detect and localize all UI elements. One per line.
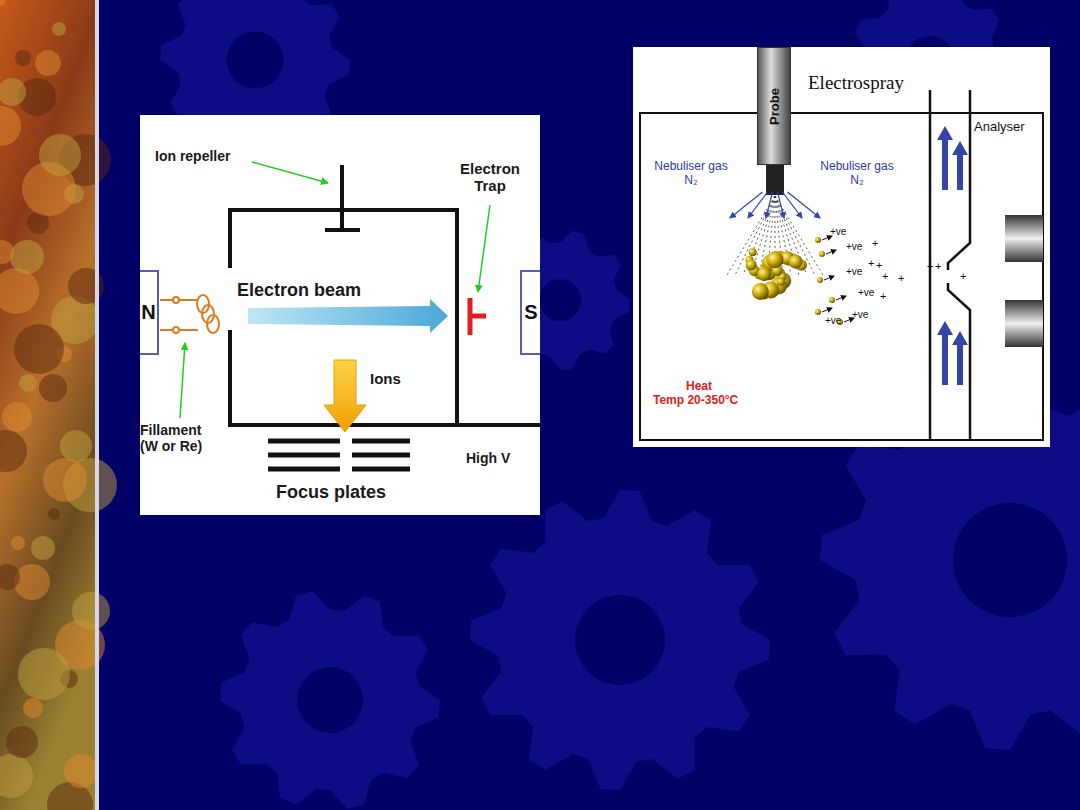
node-text: N xyxy=(141,301,155,324)
magnet-pole: S xyxy=(520,270,540,355)
droplet xyxy=(746,259,757,270)
gear-hole xyxy=(539,279,581,321)
condition-label: Temp 20-350°C xyxy=(653,394,738,408)
charge-label: + xyxy=(927,260,933,273)
texture-blob xyxy=(0,754,33,798)
charge-label: +ve xyxy=(846,241,862,253)
drift-arrow xyxy=(826,250,836,254)
small-droplet xyxy=(815,237,821,243)
charge-label: + xyxy=(935,260,941,273)
drift-arrow xyxy=(824,276,834,280)
small-droplet xyxy=(819,251,825,257)
nebuliser-flow xyxy=(788,192,821,218)
part-label: Electron Trap xyxy=(450,160,530,195)
charge-label: + xyxy=(880,290,886,303)
texture-blob xyxy=(15,50,31,66)
texture-blob xyxy=(39,134,81,176)
texture-blob xyxy=(10,240,44,274)
charge-label: + xyxy=(876,259,882,272)
texture-blob xyxy=(6,726,38,758)
charge-label: + xyxy=(960,270,966,283)
figure-title: Electrospray xyxy=(808,72,904,94)
texture-blob xyxy=(23,698,43,718)
gear-hole xyxy=(953,503,1067,617)
drift-arrow xyxy=(822,308,832,312)
gear-shape xyxy=(470,490,770,790)
small-droplet xyxy=(817,277,823,283)
texture-blob xyxy=(48,508,60,520)
droplet xyxy=(766,251,783,268)
nebuliser-flow xyxy=(778,192,785,218)
charge-label: + xyxy=(872,237,878,250)
texture-blob xyxy=(0,106,21,146)
drift-arrow xyxy=(836,296,846,300)
charge-label: +ve xyxy=(846,266,862,278)
texture-blob xyxy=(60,430,92,462)
nebuliser-flow xyxy=(748,192,768,218)
texture-blob xyxy=(72,592,110,630)
charge-label: +ve xyxy=(830,226,846,238)
droplet xyxy=(777,278,785,286)
nebuliser-flow xyxy=(766,192,773,218)
charge-label: +ve xyxy=(858,287,874,299)
part-label: Focus plates xyxy=(276,482,386,503)
electrospray-figure xyxy=(633,47,1050,447)
part-label: Analyser xyxy=(974,120,1025,135)
texture-blob xyxy=(2,402,32,432)
strip-edge xyxy=(95,0,99,810)
strip-texture xyxy=(0,0,117,810)
texture-blob xyxy=(19,374,37,392)
texture-blob xyxy=(35,50,61,76)
charge-label: +ve xyxy=(825,315,841,327)
texture-blob xyxy=(0,430,27,472)
part-label: Ions xyxy=(370,370,401,387)
gear-shape xyxy=(220,591,440,808)
magnet-pole: N xyxy=(140,270,159,355)
part-label: High V xyxy=(466,450,510,466)
ei-source-figure xyxy=(140,115,540,515)
gear-hole xyxy=(227,32,284,89)
texture-blob xyxy=(52,22,66,36)
gear-hole xyxy=(297,667,363,733)
small-droplet xyxy=(829,297,835,303)
part-label: Electron beam xyxy=(237,280,361,301)
small-droplet xyxy=(815,309,821,315)
texture-blob xyxy=(0,564,20,590)
droplet xyxy=(749,248,757,256)
node-text: Probe xyxy=(767,88,782,125)
charge-label: +ve xyxy=(852,309,868,321)
gear-hole xyxy=(575,595,665,685)
texture-blob xyxy=(0,268,39,314)
texture-blob xyxy=(31,536,55,560)
charge-label: + xyxy=(898,272,904,285)
droplet xyxy=(752,283,769,300)
texture-blob xyxy=(39,374,67,402)
node-text: S xyxy=(524,301,537,324)
texture-blob xyxy=(64,754,98,788)
texture-blob xyxy=(0,240,14,264)
charge-label: + xyxy=(868,257,874,270)
gas-label: Nebuliser gas N₂ xyxy=(812,160,902,188)
texture-blob xyxy=(14,324,64,374)
texture-blob xyxy=(11,536,25,550)
texture-blob xyxy=(43,458,87,502)
droplet xyxy=(757,267,771,281)
part-label: Fillament (W or Re) xyxy=(140,422,222,454)
texture-blob xyxy=(0,78,26,106)
part-label: Ion repeller xyxy=(155,148,230,164)
texture-blob xyxy=(0,0,6,6)
probe-bar: Probe xyxy=(757,47,791,165)
droplet xyxy=(789,255,803,269)
texture-blob xyxy=(18,648,70,700)
charge-label: + xyxy=(882,270,888,283)
gas-label: Nebuliser gas N₂ xyxy=(646,160,736,188)
condition-label: Heat xyxy=(686,380,712,394)
texture-blob xyxy=(14,564,50,600)
